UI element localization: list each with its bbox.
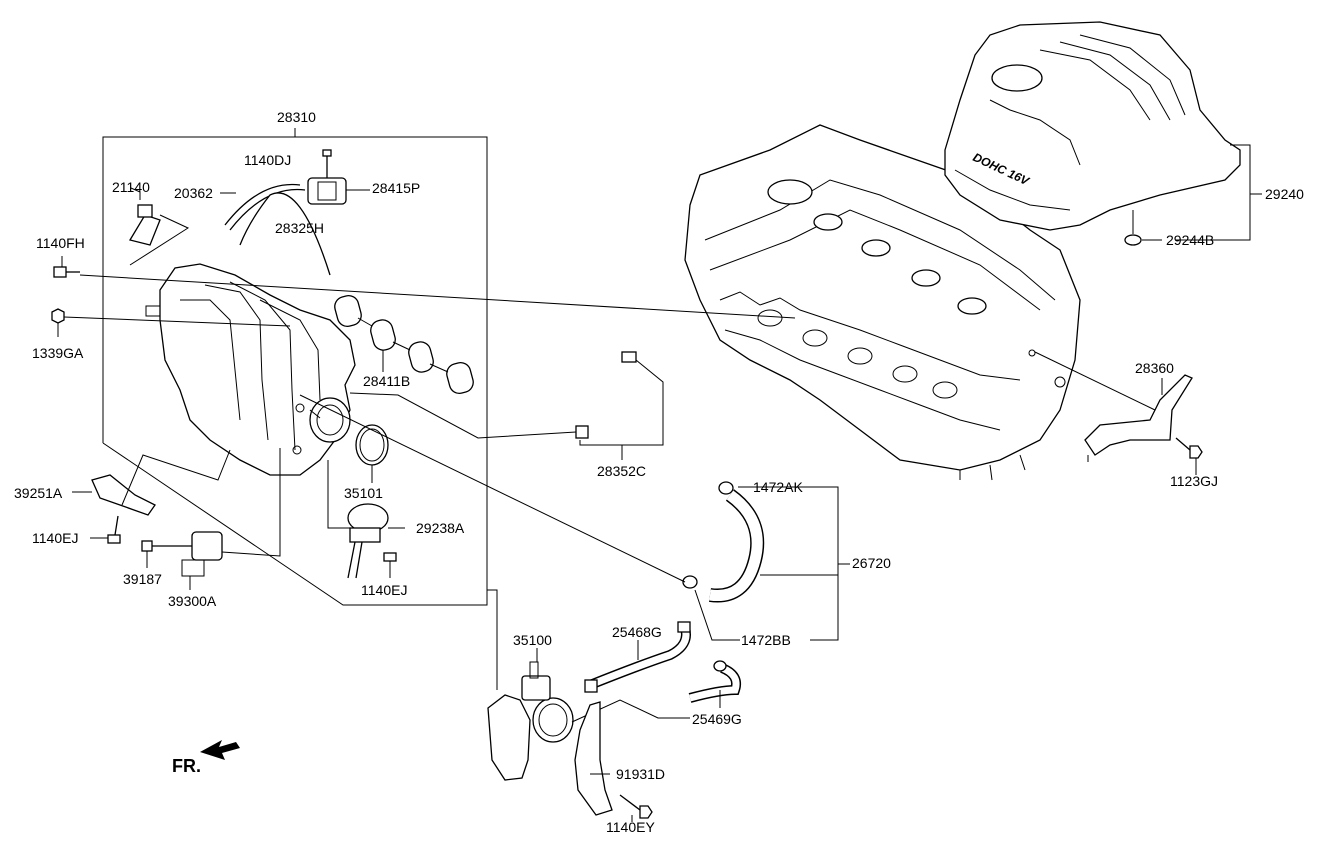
- label-39187: 39187: [123, 571, 162, 587]
- label-1123gj: 1123GJ: [1170, 473, 1218, 489]
- label-28415p: 28415P: [372, 180, 420, 196]
- label-1472bb: 1472BB: [741, 632, 791, 648]
- front-direction-arrow-icon: [200, 740, 240, 760]
- label-91931d: 91931D: [616, 766, 665, 782]
- water-hose-26720: [682, 481, 765, 603]
- hose-25468g: [584, 621, 691, 693]
- label-20362: 20362: [174, 185, 213, 201]
- label-1339ga: 1339GA: [32, 345, 84, 361]
- purge-control-valve: [224, 149, 347, 276]
- label-35100: 35100: [513, 632, 552, 648]
- label-1140ej-left: 1140EJ: [32, 530, 78, 546]
- label-29240: 29240: [1265, 186, 1304, 202]
- label-21140: 21140: [112, 179, 150, 195]
- nut-1339ga: [51, 308, 65, 324]
- label-28310: 28310: [277, 109, 316, 125]
- label-1140ej-right: 1140EJ: [361, 582, 407, 598]
- label-35101: 35101: [344, 485, 383, 501]
- label-1140fh: 1140FH: [36, 235, 85, 251]
- label-28352c: 28352C: [597, 463, 646, 479]
- label-28325h: 28325H: [275, 220, 324, 236]
- bracket-91931d: [574, 701, 653, 819]
- intake-manifold-box: [102, 128, 488, 606]
- label-28360: 28360: [1135, 360, 1174, 376]
- throttle-body: [487, 661, 574, 781]
- label-25468g: 25468G: [612, 624, 662, 640]
- label-28411b: 28411B: [363, 373, 410, 389]
- label-1140dj: 1140DJ: [244, 152, 291, 168]
- engine-cylinder-head: [684, 124, 1081, 481]
- throttle-gasket-icon: [355, 424, 389, 466]
- label-29238a: 29238A: [416, 520, 465, 536]
- bracket-39251a: [91, 474, 156, 516]
- label-39251a: 39251A: [14, 485, 63, 501]
- front-direction-label: FR.: [172, 756, 201, 776]
- label-29244b: 29244B: [1166, 232, 1214, 248]
- grommet-icon: [1124, 234, 1142, 246]
- label-26720: 26720: [852, 555, 891, 571]
- label-1140ey: 1140EY: [606, 819, 655, 835]
- label-39300a: 39300A: [168, 593, 217, 609]
- bracket-28360: [1084, 374, 1203, 462]
- label-25469g: 25469G: [692, 711, 742, 727]
- bolt-1140fh: [53, 266, 80, 278]
- pcv-valve: [128, 204, 161, 246]
- engine-cover: DOHC 16V: [944, 21, 1241, 231]
- solenoid-valve: [347, 503, 397, 579]
- map-sensor: [141, 531, 223, 577]
- manifold-gasket: [334, 295, 474, 394]
- bolt-1140ej: [107, 515, 121, 544]
- hose-25469g: [688, 660, 742, 703]
- intake-manifold: [145, 263, 356, 476]
- label-1472ak: 1472AK: [753, 479, 803, 495]
- hose-28352c: [575, 351, 647, 439]
